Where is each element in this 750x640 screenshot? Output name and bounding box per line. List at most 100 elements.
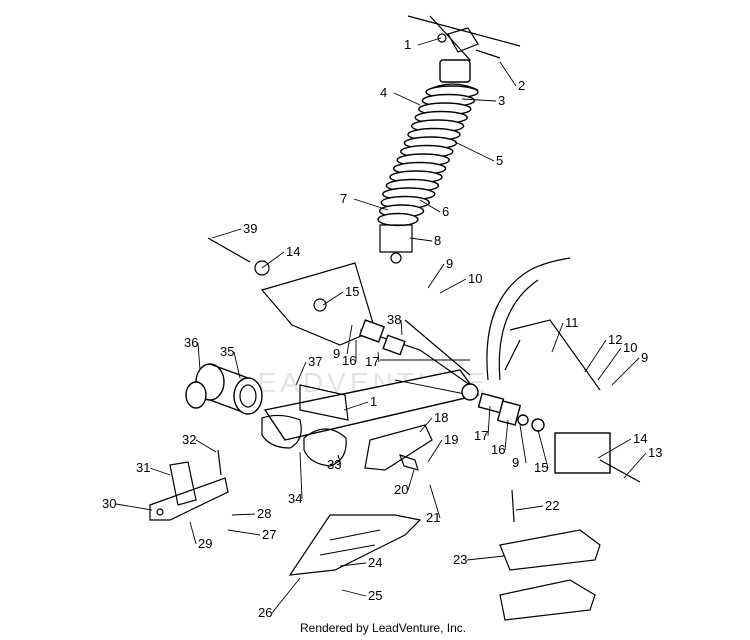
- callout-number: 28: [257, 506, 271, 521]
- leader-line: [499, 61, 517, 87]
- leader-line: [427, 263, 445, 289]
- lower-right-plates: [499, 432, 641, 621]
- leader-line: [429, 484, 441, 519]
- callout-number: 16: [342, 353, 356, 368]
- foot-bracket: [149, 449, 229, 521]
- callout-number: 20: [394, 482, 408, 497]
- callout-number: 4: [380, 85, 387, 100]
- leader-line: [611, 357, 640, 386]
- callout-number: 32: [182, 432, 196, 447]
- callout-number: 6: [442, 204, 449, 219]
- leader-line: [584, 339, 607, 373]
- callout-number: 36: [184, 335, 198, 350]
- callout-number: 39: [243, 221, 257, 236]
- callout-number: 13: [648, 445, 662, 460]
- callout-number: 30: [102, 496, 116, 511]
- leader-line: [419, 417, 433, 433]
- callout-number: 1: [370, 394, 377, 409]
- leader-line: [623, 452, 647, 479]
- leader-line: [454, 141, 495, 162]
- callout-number: 14: [286, 244, 300, 259]
- callout-number: 22: [545, 498, 559, 513]
- leader-line: [597, 347, 622, 381]
- leader-line: [295, 361, 307, 386]
- callout-number: 9: [446, 256, 453, 271]
- leader-line: [227, 529, 261, 536]
- leader-line: [322, 291, 344, 306]
- swing-arm: [263, 319, 545, 441]
- callout-number: 16: [491, 442, 505, 457]
- drive-wheel: [486, 257, 601, 391]
- leader-line: [299, 451, 303, 500]
- leader-line: [189, 521, 197, 545]
- callout-number: 23: [453, 552, 467, 567]
- leader-line: [519, 424, 527, 464]
- leader-line: [346, 324, 353, 355]
- callout-number: 19: [444, 432, 458, 447]
- leader-line: [551, 322, 564, 353]
- callout-number: 2: [518, 78, 525, 93]
- leader-line: [115, 503, 153, 511]
- callout-number: 31: [136, 460, 150, 475]
- leader-line: [197, 342, 201, 371]
- callout-number: 9: [512, 455, 519, 470]
- leader-line: [417, 37, 442, 46]
- callout-number: 29: [198, 536, 212, 551]
- leader-lines: [115, 37, 647, 614]
- leader-line: [195, 439, 217, 453]
- callout-number: 27: [262, 527, 276, 542]
- callout-number: 1: [404, 37, 411, 52]
- callout-number: 12: [608, 332, 622, 347]
- leader-line: [231, 513, 256, 516]
- leader-line: [419, 199, 441, 213]
- callout-number: 5: [496, 153, 503, 168]
- leader-line: [515, 505, 544, 511]
- leader-line: [353, 198, 389, 211]
- leader-line: [211, 228, 242, 239]
- leader-line: [409, 237, 433, 242]
- leader-line: [466, 555, 505, 561]
- rear-mount-bracket: [364, 424, 433, 471]
- callout-number: 26: [258, 605, 272, 620]
- clamps: [261, 384, 349, 467]
- callout-number: 24: [368, 555, 382, 570]
- callout-number: 8: [434, 233, 441, 248]
- shock-absorber: [377, 59, 479, 264]
- leader-line: [377, 351, 380, 363]
- callout-number: 11: [565, 315, 579, 330]
- callout-number: 34: [288, 491, 302, 506]
- leader-line: [149, 467, 171, 476]
- leader-line: [233, 351, 241, 379]
- callout-number: 7: [340, 191, 347, 206]
- callout-number: 37: [308, 354, 322, 369]
- skid-bracket: [288, 514, 422, 576]
- leader-line: [407, 469, 415, 491]
- leader-line: [461, 98, 497, 102]
- callout-number: 17: [474, 428, 488, 443]
- callout-number: 9: [641, 350, 648, 365]
- callout-number: 35: [220, 344, 234, 359]
- leader-line: [537, 429, 549, 469]
- leader-line: [400, 319, 403, 336]
- callout-number: 18: [434, 410, 448, 425]
- callout-number: 15: [345, 284, 359, 299]
- leader-line: [339, 562, 367, 567]
- leader-line: [393, 92, 421, 106]
- leader-line: [504, 419, 509, 451]
- leader-line: [261, 251, 285, 269]
- callout-number: 15: [534, 460, 548, 475]
- callout-number: 14: [633, 431, 647, 446]
- upper-plate: [207, 237, 376, 346]
- leader-line: [343, 401, 369, 411]
- callout-number: 3: [498, 93, 505, 108]
- footer-credit: Rendered by LeadVenture, Inc.: [300, 621, 467, 635]
- leader-line: [427, 439, 443, 463]
- callout-number: 10: [623, 340, 637, 355]
- leader-line: [271, 577, 301, 614]
- callout-number: 33: [327, 457, 341, 472]
- callout-number: 17: [365, 354, 379, 369]
- callout-number: 9: [333, 346, 340, 361]
